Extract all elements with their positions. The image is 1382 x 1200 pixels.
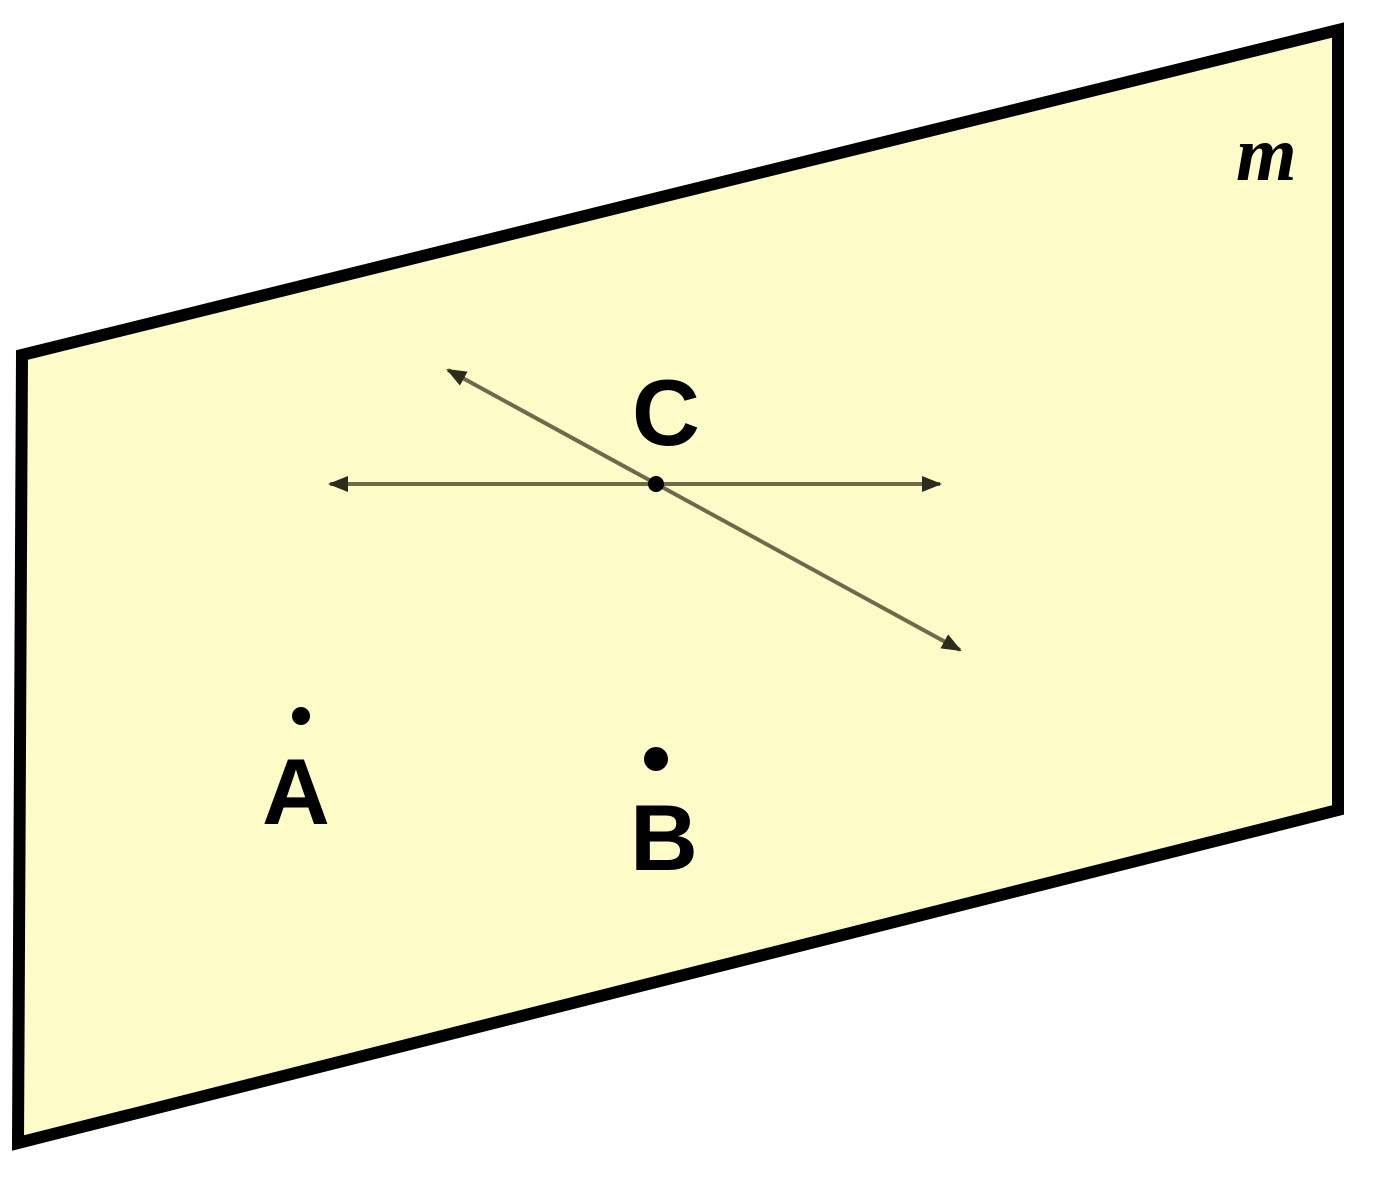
- plane-m: [11, 22, 1344, 1151]
- point-b-dot: [644, 747, 668, 771]
- point-c-label: C: [632, 360, 700, 465]
- point-c-dot: [648, 476, 664, 492]
- point-b-label: B: [630, 785, 698, 890]
- point-a-label: A: [262, 739, 330, 844]
- point-a-dot: [292, 707, 310, 725]
- diagonal-line: [446, 368, 962, 652]
- plane-label: m: [1236, 110, 1297, 197]
